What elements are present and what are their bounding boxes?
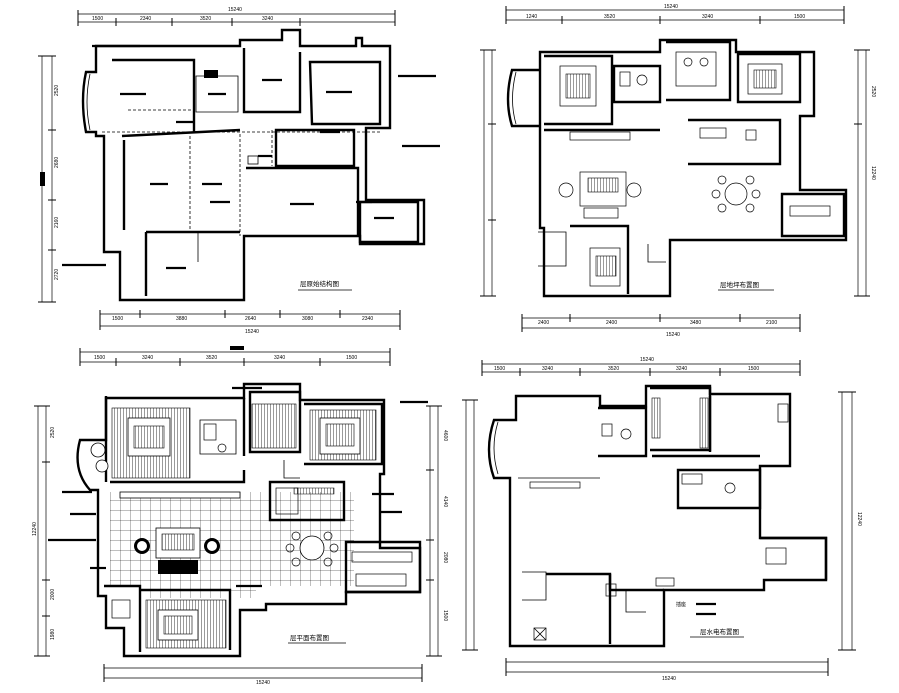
annotation-leaders (48, 386, 428, 588)
dim-label: 3240 (142, 355, 153, 361)
dim-label: 3240 (702, 14, 713, 20)
plan-title: 层平面布置图 (290, 633, 329, 642)
dim-total: 15240 (666, 332, 680, 338)
bottom-dimension-line: 2400 2400 3480 2100 15240 (521, 314, 801, 338)
dim-label: 2080 (442, 552, 448, 563)
right-dimension-line: 4600 4140 2080 1500 (426, 405, 448, 657)
top-dimension-line: 15240 1500 3240 3520 3240 1500 (481, 357, 801, 376)
dim-total: 15240 (662, 676, 676, 682)
dim-label: 1500 (94, 355, 105, 361)
dim-label: 2720 (54, 269, 60, 280)
dim-label: 3240 (274, 355, 285, 361)
dim-label: 1500 (92, 16, 103, 22)
dim-label: 12240 (870, 166, 876, 180)
dim-label: 2520 (54, 85, 60, 96)
left-dimension-line (462, 399, 478, 651)
plan-title: 层地坪布置图 (720, 280, 759, 289)
dim-label: 3520 (200, 16, 211, 22)
left-dimension-line (480, 49, 496, 297)
dim-label: 1500 (346, 355, 357, 361)
dim-label: 3480 (690, 320, 701, 326)
dim-label: 3080 (302, 316, 313, 322)
dim-total: 15240 (228, 7, 242, 13)
dim-label: 2100 (766, 320, 777, 326)
dim-label: 1500 (748, 366, 759, 372)
dim-label: 3240 (262, 16, 273, 22)
wood-floor (251, 403, 297, 449)
plan-furniture-layout: 1500 3240 3520 3240 1500 2520 12240 2000… (32, 346, 448, 686)
plan-title: 层水电布置图 (700, 627, 739, 636)
dim-label: 1500 (494, 366, 505, 372)
dim-label: 12240 (32, 522, 38, 536)
fixtures (529, 403, 789, 641)
dim-label: 3240 (542, 366, 553, 372)
walls (487, 384, 828, 648)
bottom-dimension-line: 15240 (505, 658, 829, 682)
left-dimension-line: 2520 2680 2160 2720 (38, 55, 60, 303)
legend: 插座 (676, 601, 716, 616)
dim-label: 2340 (140, 16, 151, 22)
dim-label: 4600 (442, 430, 448, 441)
legend-label: 插座 (676, 601, 686, 608)
dim-total: 15240 (245, 329, 259, 335)
right-dimension-line: 12240 (838, 391, 862, 651)
dim-label: 1980 (50, 629, 56, 640)
dim-label: 2640 (245, 316, 256, 322)
furniture (90, 417, 413, 641)
dim-label: 4140 (442, 496, 448, 507)
walls (506, 38, 848, 298)
top-dimension-line: 15240 1500 2340 3520 3240 (77, 7, 396, 26)
dim-total: 15240 (256, 680, 270, 686)
dim-label: 2520 (870, 86, 876, 97)
left-dimension-line: 2520 12240 2000 1980 (32, 405, 56, 657)
dim-label: 2400 (606, 320, 617, 326)
plan-title: 层原始结构图 (300, 279, 339, 288)
plan-electrical: 15240 1500 3240 3520 3240 1500 12240 152… (462, 357, 862, 682)
tile-floor (150, 586, 256, 598)
top-dimension-line: 1500 3240 3520 3240 1500 (79, 346, 391, 366)
dim-label: 2000 (50, 589, 56, 600)
dim-label: 3520 (608, 366, 619, 372)
dim-label: 1500 (794, 14, 805, 20)
dim-label: 2160 (54, 217, 60, 228)
dim-label: 2340 (362, 316, 373, 322)
dim-label: 2680 (54, 157, 60, 168)
bottom-dimension-line: 15240 (103, 664, 423, 686)
dim-label: 3520 (206, 355, 217, 361)
dim-label: 12240 (856, 512, 862, 526)
dim-label: 2520 (50, 427, 56, 438)
plan-structure: 15240 1500 2340 3520 3240 2520 2680 2160… (38, 7, 440, 335)
top-dimension-line: 15240 1240 3520 3240 1500 (505, 4, 845, 24)
bottom-dimension-line: 1500 3880 2640 3080 2340 15240 (99, 310, 401, 335)
right-dimension-line: 2520 12240 (854, 49, 876, 297)
furniture (558, 51, 831, 287)
plan-floor-layout: 15240 1240 3520 3240 1500 2520 12240 (480, 4, 876, 338)
dim-label: 1500 (112, 316, 123, 322)
annotation-leaders (62, 44, 440, 270)
dim-label: 1500 (442, 610, 448, 621)
dim-total: 15240 (640, 357, 654, 363)
dim-label: 2400 (538, 320, 549, 326)
dim-total: 15240 (664, 4, 678, 10)
walls (81, 28, 426, 302)
dim-label: 3520 (604, 14, 615, 20)
dim-label: 3880 (176, 316, 187, 322)
dim-label: 1240 (526, 14, 537, 20)
dim-label: 3240 (676, 366, 687, 372)
